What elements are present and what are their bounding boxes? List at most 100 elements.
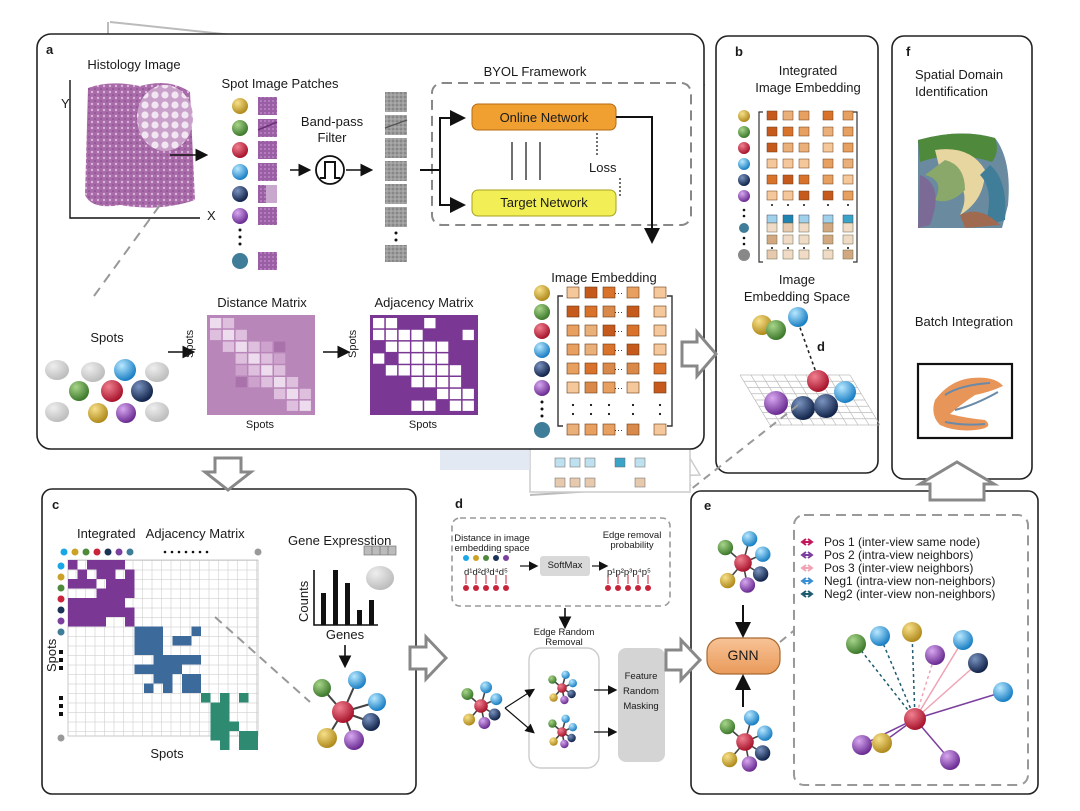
counts-label: Counts	[296, 580, 311, 622]
loss-label: Loss	[589, 160, 617, 175]
embedding-cell	[584, 362, 598, 375]
histology-title: Histology Image	[87, 57, 181, 72]
edge-random-label-1: Edge Random	[533, 627, 595, 638]
embedding-cell	[653, 305, 667, 318]
embedding-cell	[602, 381, 616, 394]
integrated-embedding-matrix	[738, 110, 858, 263]
spatial-domain-title-1: Spatial Domain	[915, 67, 1004, 82]
embedding-cell	[626, 305, 640, 318]
adjacency-matrix	[370, 315, 478, 415]
target-network-label: Target Network	[500, 195, 588, 210]
spot-green	[232, 120, 248, 136]
embedding-cell	[653, 343, 667, 356]
svg-text:···: ···	[614, 425, 623, 435]
legend-neg1: Neg1 (intra-view non-neighbors)	[824, 574, 996, 588]
embedding-cell	[653, 324, 667, 337]
graph-node-c	[313, 671, 386, 750]
spot-image-patches	[257, 97, 278, 270]
embedding-space-title-1: Image	[778, 272, 816, 287]
embedding-cell	[653, 423, 667, 436]
arrow-e-to-f	[914, 460, 1000, 502]
embedding-cell	[566, 423, 580, 436]
panel-b-frame	[715, 35, 879, 474]
spots-x-label: Spots	[150, 746, 184, 761]
spatial-domain-title-2: Identification	[915, 84, 988, 99]
distance-y-axis: Spots	[184, 329, 196, 358]
embedding-cell	[584, 324, 598, 337]
svg-text:···: ···	[614, 307, 623, 317]
edge-prob-label-1: Edge removal	[602, 530, 662, 541]
patches-title: Spot Image Patches	[221, 76, 339, 91]
integrated-embedding-title-2: Image Embedding	[755, 80, 861, 95]
filter-label-1: Band-pass	[300, 114, 364, 129]
svg-text:···: ···	[614, 288, 623, 298]
svg-text:···: ···	[614, 345, 623, 355]
spot-gold	[232, 98, 248, 114]
softmax-label: SoftMax	[547, 560, 583, 571]
integrated-embedding-title-1: Integrated	[778, 63, 838, 78]
arrow-c-to-d	[408, 633, 449, 683]
embedding-space	[739, 307, 881, 426]
embedding-cell	[566, 324, 580, 337]
integrated-adjacency-matrix	[57, 548, 311, 750]
batch-integration-title: Batch Integration	[914, 314, 1014, 329]
distance-matrix-title: Distance Matrix	[217, 295, 307, 310]
svg-text:···: ···	[614, 383, 623, 393]
embedding-cell	[602, 423, 616, 436]
spot-navy	[232, 186, 248, 202]
histology-image	[69, 80, 200, 219]
feature-masking-label-3: Masking	[623, 701, 659, 712]
embedding-cell	[602, 362, 616, 375]
spots-cluster	[45, 359, 169, 423]
embedding-cell	[584, 305, 598, 318]
distance-d-label: d	[817, 339, 825, 354]
axis-x-label: X	[207, 208, 216, 223]
legend-pos1: Pos 1 (inter-view same node)	[824, 535, 981, 549]
legend-pos3: Pos 3 (inter-view neighbors)	[824, 561, 974, 575]
panel-f-letter: f	[906, 44, 911, 59]
embedding-cell	[566, 286, 580, 299]
embedding-cell	[653, 286, 667, 299]
distance-vars: d¹d²d³d⁴d⁵	[464, 567, 508, 578]
adjacency-matrix-title: Adjacency Matrix	[374, 295, 474, 310]
embedding-cell	[626, 381, 640, 394]
spot-cyan	[232, 164, 248, 180]
distance-matrix	[207, 315, 315, 415]
adjacency-y-axis: Spots	[347, 329, 359, 358]
byol-title: BYOL Framework	[483, 64, 587, 79]
embedding-cell	[626, 423, 640, 436]
edge-removal-probability-box	[451, 517, 671, 630]
embedding-space-title-2: Embedding Space	[743, 289, 851, 304]
edge-random-removal	[461, 647, 665, 769]
batch-integration-plot	[916, 362, 1014, 440]
genes-label: Genes	[325, 627, 365, 642]
embedding-cell	[566, 343, 580, 356]
edge-random-label-2: Removal	[545, 637, 583, 648]
gene-expression-chart	[313, 545, 397, 669]
svg-text:···: ···	[614, 326, 623, 336]
embedding-cell	[653, 381, 667, 394]
gnn-label: GNN	[727, 647, 759, 663]
legend-neg2: Neg2 (inter-view non-neighbors)	[824, 587, 996, 601]
panel-c-letter: c	[52, 497, 60, 512]
image-embedding-matrix: ·····················	[534, 285, 673, 438]
embedding-cell	[626, 362, 640, 375]
distance-embed-label-2: embedding space	[454, 543, 530, 554]
distance-embed-label-1: Distance in image	[454, 533, 530, 544]
spot-red	[232, 142, 248, 158]
target-network-box	[471, 189, 617, 217]
embedding-cell	[584, 423, 598, 436]
legend-pos2: Pos 2 (intra-view neighbors)	[824, 548, 974, 562]
stacked-card-shadows	[107, 21, 706, 496]
embedding-cell	[626, 343, 640, 356]
arrow-d-to-e	[664, 636, 703, 684]
panel-e-letter: e	[704, 498, 712, 513]
spot-purple	[232, 208, 248, 224]
panel-a-letter: a	[46, 42, 54, 57]
filtered-patches	[384, 92, 408, 262]
embedding-cell	[602, 286, 616, 299]
distance-x-axis: Spots	[245, 419, 275, 431]
embedding-cell	[566, 362, 580, 375]
